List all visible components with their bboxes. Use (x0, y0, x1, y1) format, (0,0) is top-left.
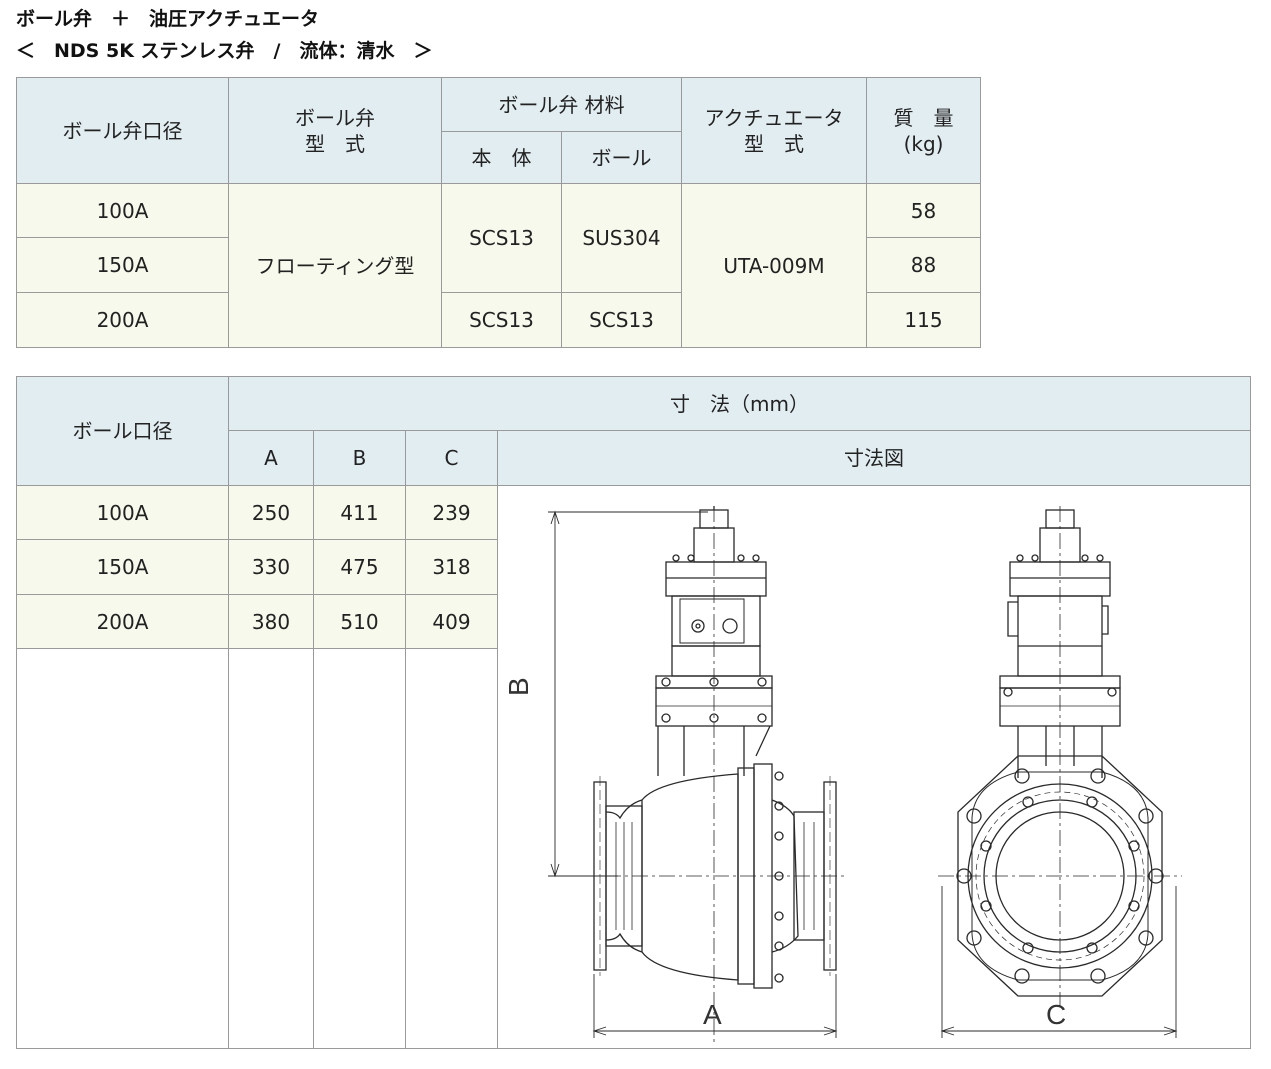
header-dim-a: A (228, 430, 314, 486)
header-ball: ボール (560, 131, 683, 184)
header-dimensions: 寸 法（mm） (227, 376, 1252, 431)
valve-front-view: C (938, 506, 1182, 1038)
header-ball-diameter: ボール口径 (16, 376, 229, 486)
row-mass: 88 (866, 237, 982, 293)
dim-b-value: 510 (313, 594, 406, 649)
header-dim-b: B (313, 430, 406, 486)
dim-c-value: 409 (405, 594, 498, 649)
header-body: 本 体 (441, 131, 562, 184)
row-diameter: 150A (16, 237, 229, 293)
valve-side-view: B (503, 506, 848, 1046)
dim-b-label: B (503, 677, 534, 696)
actuator-value: UTA-009M (681, 183, 868, 348)
empty-cell (16, 648, 229, 1049)
ball-material: SCS13 (560, 292, 683, 348)
valve-dimension-drawing: B (503, 506, 1182, 1046)
body-material: SCS13 (441, 292, 562, 348)
dim-c-label: C (1046, 999, 1066, 1030)
dim-b-value: 475 (313, 539, 406, 595)
spec-table: ボール弁口径 ボール弁 型 式 ボール弁 材料 アクチュエータ 型 式 質 量 … (16, 77, 982, 348)
row-diameter: 200A (16, 594, 229, 649)
row-diameter: 150A (16, 539, 229, 595)
dim-a-label: A (703, 999, 722, 1030)
dimension-table: ボール口径 寸 法（mm） A B C 寸法図 100A 250 411 239… (16, 376, 1252, 1049)
header-dim-c: C (405, 430, 498, 486)
page-subtitle: ＜ NDS 5K ステンレス弁 / 流体：清水 ＞ (16, 40, 433, 62)
dim-a-value: 330 (228, 539, 314, 595)
dim-a-value: 380 (228, 594, 314, 649)
empty-cell (405, 648, 498, 1049)
row-mass: 58 (866, 183, 982, 238)
dim-c-value: 239 (405, 485, 498, 540)
header-valve-type: ボール弁 型 式 (228, 77, 442, 184)
ball-material: SUS304 (560, 183, 683, 293)
row-diameter: 100A (16, 183, 229, 238)
row-mass: 115 (866, 292, 982, 348)
header-material: ボール弁 材料 (440, 77, 683, 132)
dim-c-value: 318 (405, 539, 498, 595)
header-diameter: ボール弁口径 (16, 77, 229, 184)
page-title: ボール弁 ＋ 油圧アクチュエータ (16, 8, 320, 30)
body-material: SCS13 (441, 183, 562, 293)
row-diameter: 200A (16, 292, 229, 348)
header-drawing: 寸法図 (496, 430, 1252, 486)
empty-cell (313, 648, 406, 1049)
header-actuator: アクチュエータ 型 式 (681, 77, 868, 184)
dim-b-value: 411 (313, 485, 406, 540)
empty-cell (228, 648, 314, 1049)
valve-type-value: フローティング型 (228, 183, 442, 348)
dimension-drawing-cell: B (496, 485, 1252, 1049)
dim-a-value: 250 (228, 485, 314, 540)
row-diameter: 100A (16, 485, 229, 540)
header-mass: 質 量 (kg) (866, 77, 982, 184)
